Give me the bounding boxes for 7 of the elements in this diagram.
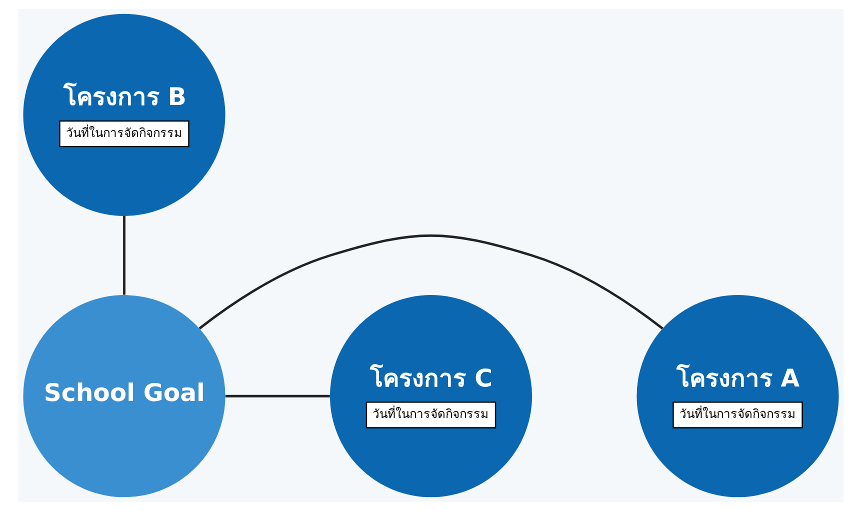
node-circle: โครงการ A วันที่ในการจัดกิจกรรม — [636, 294, 838, 497]
connector — [198, 234, 663, 329]
node-circle: School Goal — [22, 294, 225, 497]
node-circle: โครงการ B วันที่ในการจัดกิจกรรม — [22, 13, 225, 216]
connector — [122, 215, 125, 294]
connector — [225, 394, 330, 397]
node-circle: โครงการ C วันที่ในการจัดกิจกรรม — [329, 294, 532, 497]
